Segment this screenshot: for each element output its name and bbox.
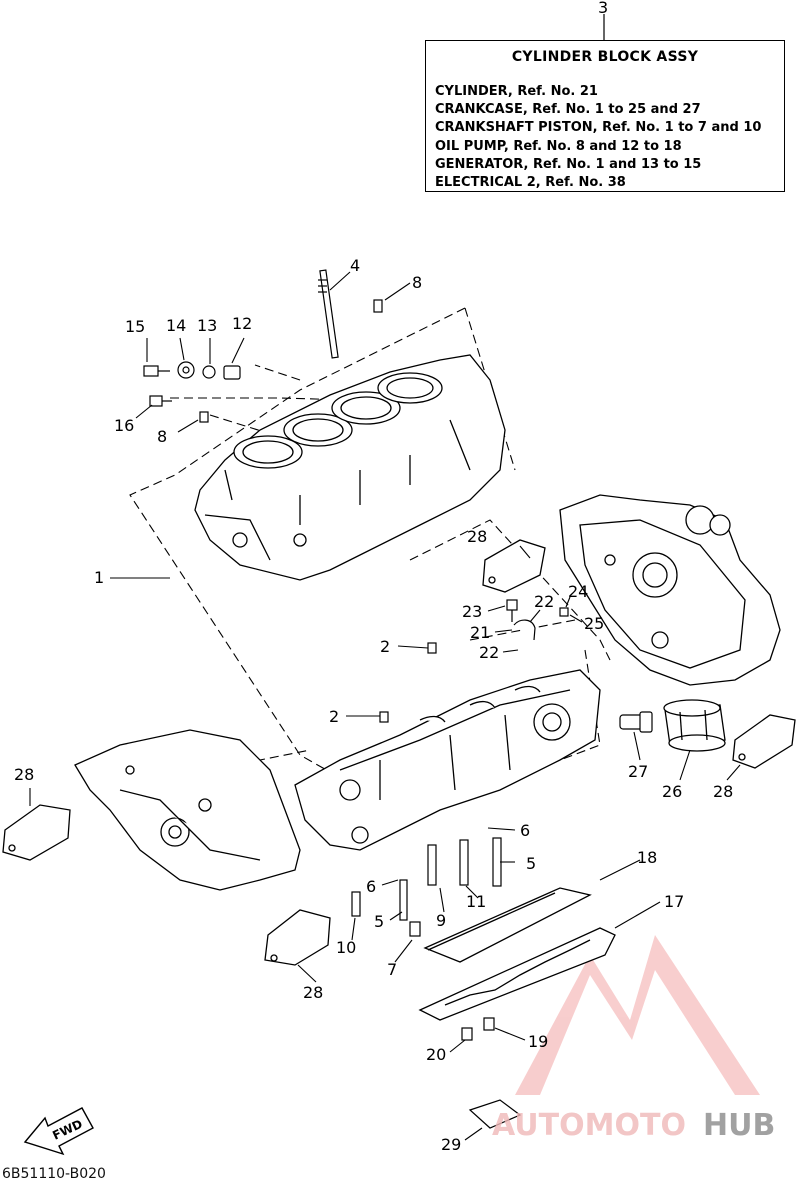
callout-24: 24 — [568, 582, 588, 601]
callout-19: 19 — [528, 1032, 548, 1051]
callout-28: 28 — [14, 765, 34, 784]
callout-labels: 3 4 8 15 14 13 12 16 8 1 28 24 23 22 25 … — [14, 0, 733, 1154]
callout-28: 28 — [303, 983, 323, 1002]
callout-4: 4 — [350, 256, 360, 275]
callout-13: 13 — [197, 316, 217, 335]
callout-3: 3 — [598, 0, 608, 17]
callout-22: 22 — [534, 592, 554, 611]
assembly-note: CYLINDER, Ref. No. 21 — [435, 84, 598, 99]
watermark-brand-b: HUB — [703, 1108, 775, 1143]
callout-6: 6 — [520, 821, 530, 840]
assembly-note: ELECTRICAL 2, Ref. No. 38 — [435, 175, 626, 191]
callout-1: 1 — [94, 568, 104, 587]
automotohub-watermark-text: AUTOMOTO HUB — [492, 1108, 775, 1143]
drawing-code: 6B51110-B020 — [2, 1166, 106, 1182]
oil-filter-part — [663, 699, 726, 752]
callout-2: 2 — [380, 637, 390, 656]
callout-12: 12 — [232, 314, 252, 333]
callout-9: 9 — [436, 911, 446, 930]
callout-14: 14 — [166, 316, 186, 335]
callout-26: 26 — [662, 782, 682, 801]
assembly-notes-list: CYLINDER, Ref. No. 21 CRANKCASE, Ref. No… — [435, 83, 761, 192]
callout-21: 21 — [470, 623, 490, 642]
callout-28: 28 — [713, 782, 733, 801]
diagram-title: CYLINDER BLOCK ASSY — [511, 49, 699, 65]
assembly-note: CRANKCASE, Ref. No. 1 to 25 and 27 — [435, 102, 701, 118]
callout-11: 11 — [466, 892, 486, 911]
callout-6: 6 — [366, 877, 376, 896]
callout-5: 5 — [374, 912, 384, 931]
callout-8: 8 — [157, 427, 167, 446]
assembly-info-box: CYLINDER BLOCK ASSY CYLINDER, Ref. No. 2… — [425, 40, 785, 192]
fastener-parts — [143, 299, 569, 1129]
callout-8: 8 — [412, 273, 422, 292]
callout-22: 22 — [479, 643, 499, 662]
automotohub-logo-mark — [515, 935, 760, 1095]
forward-direction-arrow: FWD — [23, 1107, 94, 1156]
callout-2: 2 — [329, 707, 339, 726]
callout-28: 28 — [467, 527, 487, 546]
callout-18: 18 — [637, 848, 657, 867]
assembly-note: OIL PUMP, Ref. No. 8 and 12 to 18 — [435, 138, 682, 154]
callout-leader-lines — [29, 271, 741, 1141]
crankcase-lower-part — [294, 669, 601, 851]
oil-switch-part — [619, 711, 653, 733]
callout-16: 16 — [114, 416, 134, 435]
oil-pan-parts — [418, 887, 616, 1021]
callout-25: 25 — [584, 614, 604, 633]
assembly-note: GENERATOR, Ref. No. 1 and 13 to 15 — [435, 156, 702, 172]
callout-23: 23 — [462, 602, 482, 621]
crankcase-cover-right-part — [559, 494, 781, 686]
cylinder-block-part — [194, 354, 506, 581]
assembly-note: CRANKSHAFT PISTON, Ref. No. 1 to 7 and 1… — [435, 120, 762, 136]
callout-17: 17 — [664, 892, 684, 911]
callout-10: 10 — [336, 938, 356, 957]
engine-mount-parts — [2, 539, 796, 966]
crankcase-cover-left-part — [74, 729, 301, 891]
callout-20: 20 — [426, 1045, 446, 1064]
callout-29: 29 — [441, 1135, 461, 1154]
callout-27: 27 — [628, 762, 648, 781]
stud-bolt-part — [318, 269, 339, 359]
callout-7: 7 — [387, 960, 397, 979]
watermark-brand-a: AUTOMOTO — [492, 1108, 686, 1143]
callout-5: 5 — [526, 854, 536, 873]
callout-15: 15 — [125, 317, 145, 336]
